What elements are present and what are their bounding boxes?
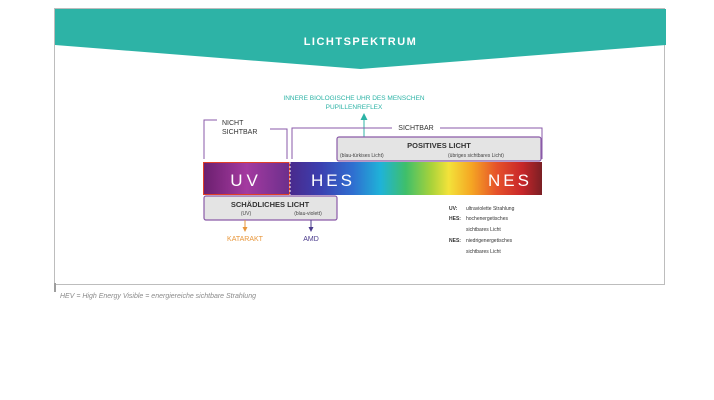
header-banner: [55, 9, 666, 69]
not-visible-bracket: [203, 119, 288, 159]
visible-label: SICHTBAR: [398, 125, 433, 132]
harmful-light-title: SCHÄDLICHES LICHT: [231, 200, 310, 209]
not-visible-label-1: NICHT: [222, 120, 244, 127]
harmful-light-note-left: (UV): [241, 211, 252, 217]
legend-value-uv: ultraviolette Strahlung: [466, 206, 515, 212]
legend-key-nes: NES:: [449, 238, 461, 244]
legend-value-nes-1: niedrigenergetisches: [466, 238, 513, 244]
infographic-card: LICHTSPEKTRUM: [54, 8, 666, 285]
footnote: HEV = High Energy Visible = energiereich…: [60, 293, 256, 300]
biological-arrow: [360, 113, 368, 137]
visible-bracket: [291, 127, 543, 159]
legend-value-nes-2: sichtbares Licht: [466, 249, 501, 255]
positive-light-box: [336, 136, 542, 162]
nes-label: NES: [488, 171, 532, 190]
visible-band: [290, 162, 542, 195]
legend-value-hes-1: hochenergetisches: [466, 216, 508, 222]
not-visible-label-2: SICHTBAR: [222, 129, 257, 136]
page-title: LICHTSPEKTRUM: [303, 36, 418, 48]
cataract-arrow: [242, 220, 248, 232]
legend: UV: ultraviolette Strahlung HES: hochene…: [449, 206, 515, 255]
amd-arrow: [308, 220, 314, 232]
harmful-light-box: [203, 195, 338, 221]
cataract-label: KATARAKT: [227, 236, 264, 243]
hes-label: HES: [311, 171, 355, 190]
card-edge-marker: [54, 283, 56, 292]
positive-light-note-left: (blau-türkises Licht): [340, 153, 384, 159]
amd-label: AMD: [303, 236, 319, 243]
legend-value-hes-2: sichtbares Licht: [466, 227, 501, 233]
header-banner-shape: [55, 9, 666, 69]
harmful-light-note-right: (blau-violett): [294, 211, 322, 217]
positive-light-title: POSITIVES LICHT: [407, 141, 471, 150]
legend-key-hes: HES:: [449, 216, 461, 222]
biological-clock-label: INNERE BIOLOGISCHE UHR DES MENSCHEN: [283, 95, 425, 102]
uv-label: UV: [230, 171, 262, 190]
pupil-reflex-label: PUPILLENREFLEX: [326, 104, 383, 111]
positive-light-note-right: (übriges sichtbares Licht): [448, 153, 504, 159]
legend-key-uv: UV:: [449, 206, 458, 212]
uv-band: [203, 162, 290, 195]
